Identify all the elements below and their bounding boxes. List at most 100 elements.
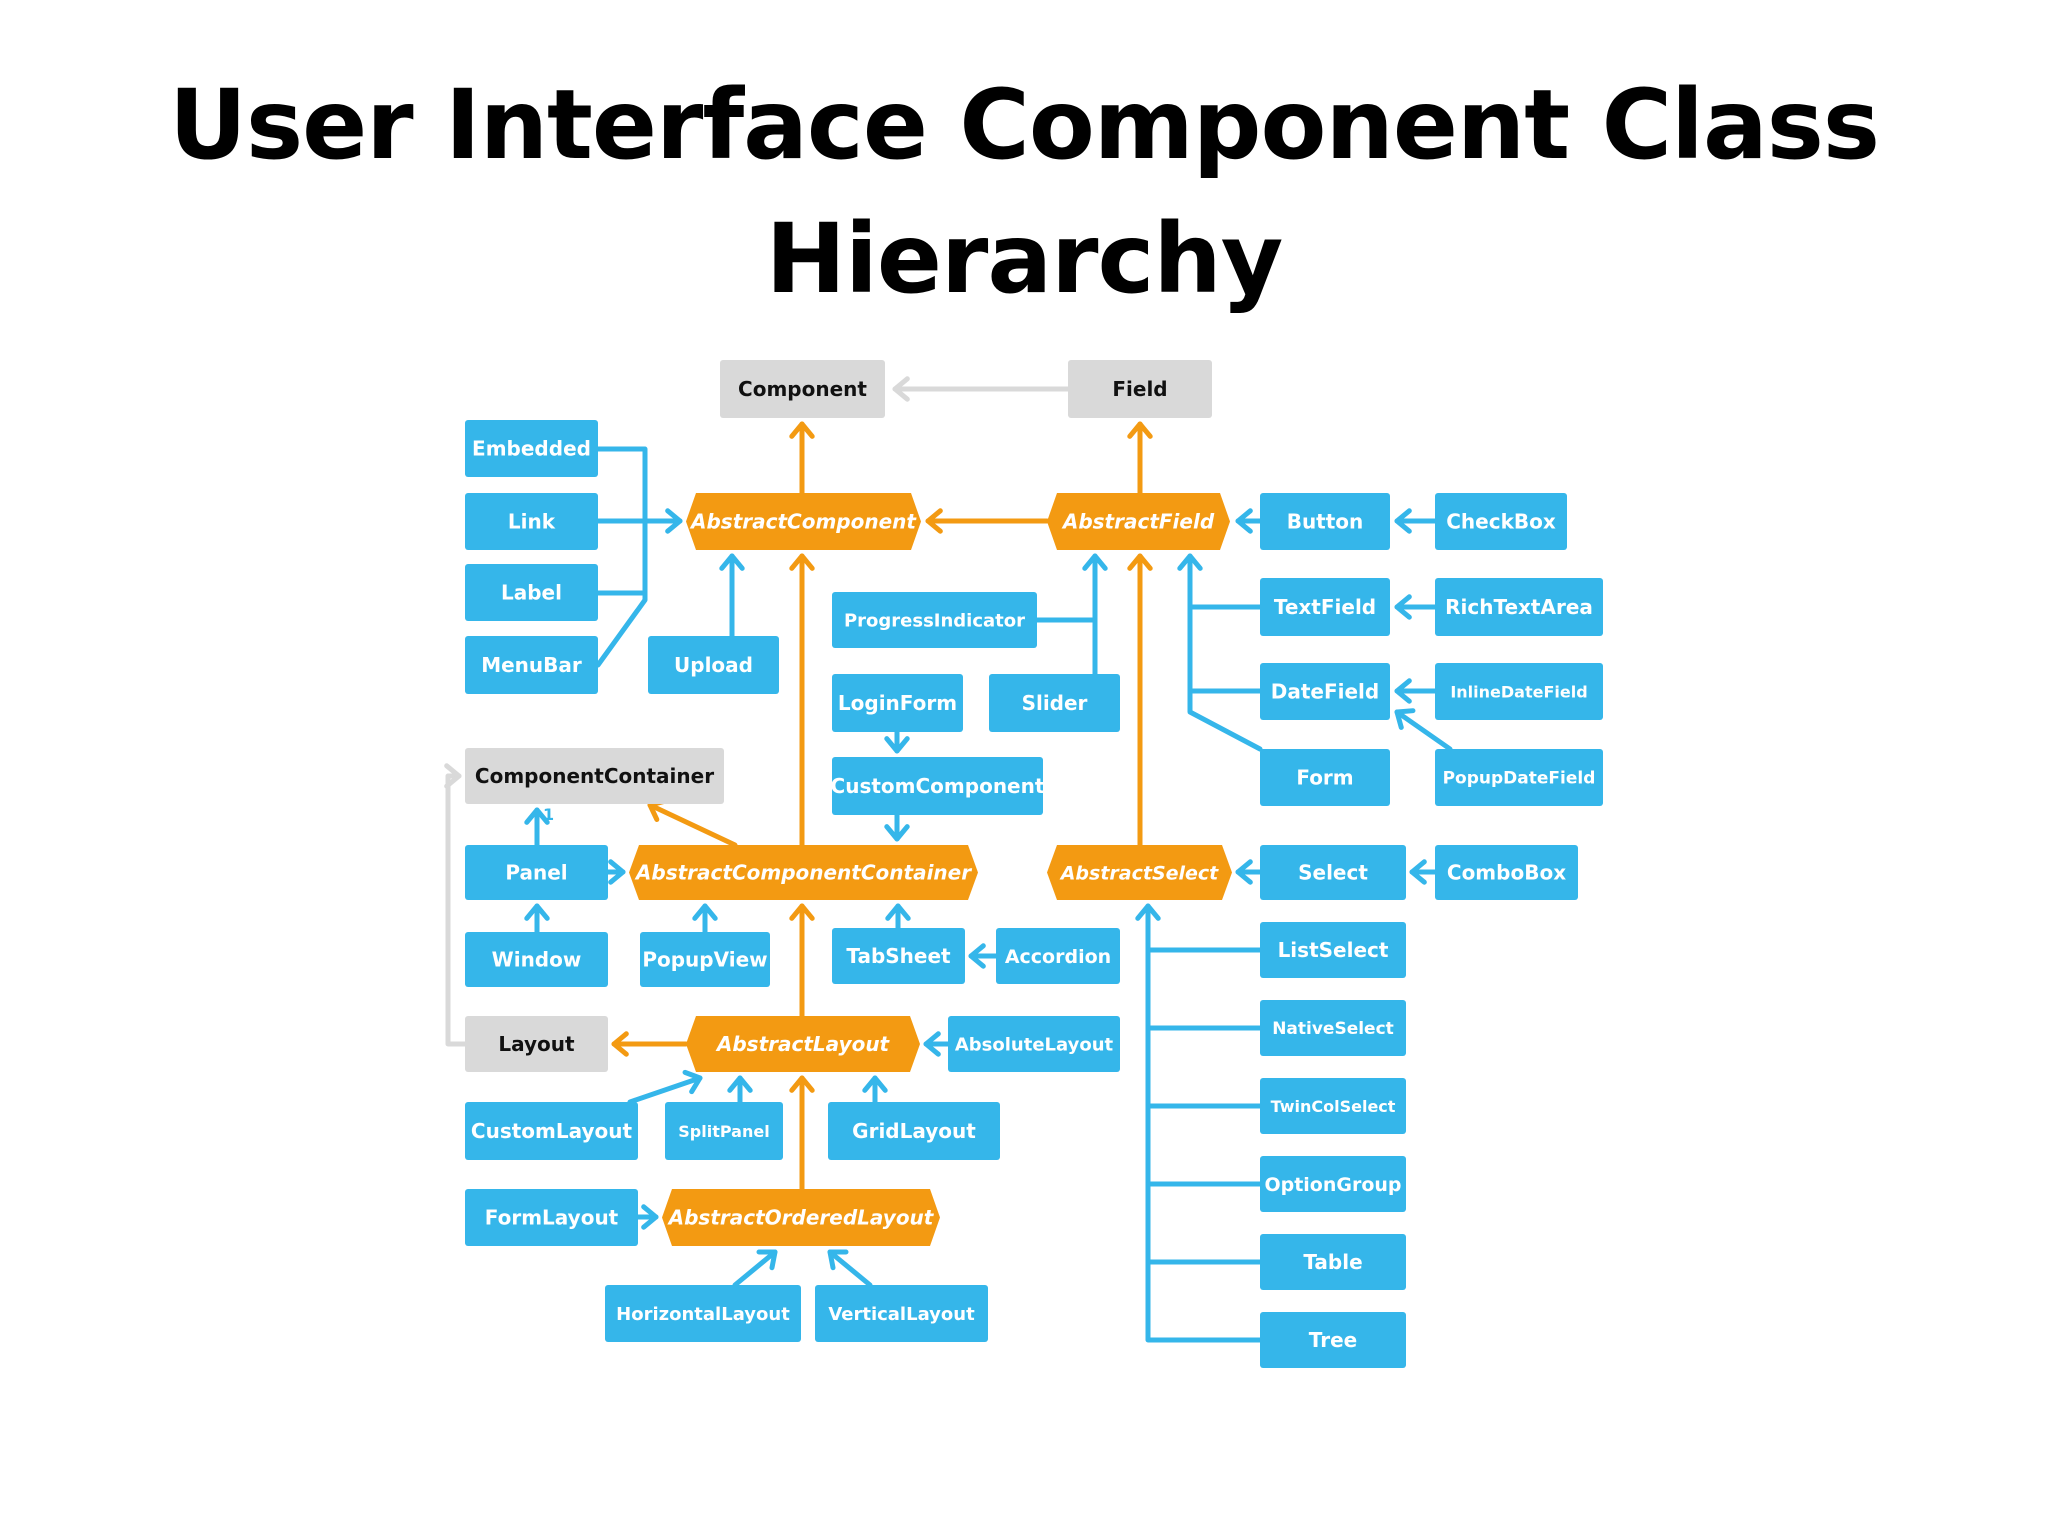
edge-combobox-to-select [1409,859,1438,885]
node-accordion-label: Accordion [1005,946,1111,968]
node-absolutelayout: AbsoluteLayout [948,1016,1120,1072]
node-customcomponent: CustomComponent [831,757,1045,815]
node-label: Label [465,564,598,621]
node-panel-label: Panel [505,861,567,885]
edge-panel-to-componentcontainer-arrowhead [524,807,550,825]
edge-field-to-component [892,376,1071,402]
edge-abstract-layout-to-layout [611,1031,689,1057]
node-textfield-label: TextField [1274,595,1376,619]
node-tree: Tree [1260,1312,1406,1368]
edge-acc-to-abstract-component-arrowhead [789,553,815,571]
edge-panel-to-acc-arrowhead [608,859,626,885]
node-customlayout: CustomLayout [465,1102,638,1160]
edge-button-to-abstract-field [1235,508,1263,534]
node-table-label: Table [1303,1250,1362,1274]
node-abstract-select-label: AbstractSelect [1059,862,1219,884]
slide-title: User Interface Component Class Hierarchy [0,58,2048,326]
node-window: Window [465,932,608,987]
edge-tabsheet-to-acc-arrowhead [885,903,911,921]
edge-combobox-to-select-arrowhead [1409,859,1427,885]
node-gridlayout: GridLayout [828,1102,1000,1160]
node-slider: Slider [989,674,1120,732]
edge-popupview-to-acc-arrowhead [692,903,718,921]
node-progressindicator-label: ProgressIndicator [844,610,1025,631]
node-progressindicator-shape [832,592,1037,648]
node-checkbox-label: CheckBox [1446,510,1556,534]
node-field-label: Field [1112,377,1167,401]
node-popupview-label: PopupView [642,948,767,972]
node-abstract-ordered-layout: AbstractOrderedLayout [662,1189,940,1246]
edge-customlayout-to-abstract-layout [627,1069,703,1105]
node-verticallayout: VerticalLayout [815,1285,988,1342]
node-layout-shape [465,1016,608,1072]
node-layout-label: Layout [498,1032,575,1056]
edge-popupdatefield-to-datefield-arrowhead [1394,708,1416,730]
node-tree-label: Tree [1309,1328,1357,1352]
node-checkbox-shape [1435,493,1567,550]
node-richtextarea-shape [1435,578,1603,636]
edge-abstract-field-to-field-arrowhead [1127,421,1153,439]
edge-select-to-abstract-select [1235,859,1263,885]
node-splitpanel-shape [665,1102,783,1160]
edge-form-to-abstract-field [1177,553,1263,752]
edge-upload-to-abstract-component [719,553,745,639]
edge-acc-to-componentcontainer [647,798,738,848]
edge-richtextarea-to-textfield-arrowhead [1394,594,1412,620]
edge-formlayout-to-aol-arrowhead [641,1204,659,1230]
multiplicity-label: 1 [543,805,554,824]
node-form-shape [1260,749,1390,806]
node-abstract-component-container-shape [629,845,978,900]
edge-aol-to-abstract-layout-arrowhead [789,1075,815,1093]
edge-absolutelayout-to-abstract-layout [923,1031,951,1057]
node-slider-label: Slider [1022,691,1088,715]
edge-formlayout-to-aol [635,1204,659,1230]
node-twincolselect-shape [1260,1078,1406,1134]
node-componentcontainer-shape [465,748,724,804]
node-textfield-shape [1260,578,1390,636]
edge-verticallayout-to-aol [827,1249,873,1288]
node-embedded-shape [465,420,598,477]
edge-select-to-abstract-select-arrowhead [1235,859,1253,885]
node-nativeselect: NativeSelect [1260,1000,1406,1056]
edge-select-subclasses-bus [1135,903,1263,1343]
node-datefield-shape [1260,663,1390,720]
edge-progressindicator-to-abstract-field-arrowhead [1082,553,1108,571]
node-select-shape [1260,845,1406,900]
edge-popupdatefield-to-datefield [1394,708,1453,752]
node-formlayout-label: FormLayout [485,1206,619,1230]
node-inlinedatefield-shape [1435,663,1603,720]
node-abstract-component: AbstractComponent [686,493,921,550]
node-nativeselect-label: NativeSelect [1272,1019,1394,1039]
node-select: Select [1260,845,1406,900]
node-popupdatefield-label: PopupDateField [1443,769,1596,789]
edge-abstract-layout-to-acc-arrowhead [789,903,815,921]
node-loginform-shape [832,674,963,732]
node-field-shape [1068,360,1212,418]
edge-accordion-to-tabsheet [968,943,999,969]
node-splitpanel-label: SplitPanel [678,1122,769,1141]
node-tabsheet: TabSheet [832,928,965,984]
node-horizontallayout-label: HorizontalLayout [616,1304,790,1325]
node-textfield: TextField [1260,578,1390,636]
node-panel: Panel [465,845,608,900]
node-abstract-layout-shape [686,1016,920,1072]
node-button-label: Button [1287,510,1364,534]
node-combobox-label: ComboBox [1447,861,1566,885]
node-datefield: DateField [1260,663,1390,720]
node-upload-shape [648,636,779,694]
node-listselect: ListSelect [1260,922,1406,978]
edge-embedded-link-label-menubar [595,446,648,668]
node-customcomponent-label: CustomComponent [831,774,1045,798]
node-form: Form [1260,749,1390,806]
edge-upload-to-abstract-component-arrowhead [719,553,745,571]
edge-absolutelayout-to-abstract-layout-arrowhead [923,1031,941,1057]
edge-panel-to-acc [605,859,626,885]
edge-layout-to-componentcontainer [444,763,468,1047]
edge-abstract-field-to-abstract-component [925,508,1050,534]
node-twincolselect: TwinColSelect [1260,1078,1406,1134]
node-button: Button [1260,493,1390,550]
node-absolutelayout-shape [948,1016,1120,1072]
node-abstract-field: AbstractField [1047,493,1230,550]
edge-customcomponent-to-acc [884,812,910,842]
